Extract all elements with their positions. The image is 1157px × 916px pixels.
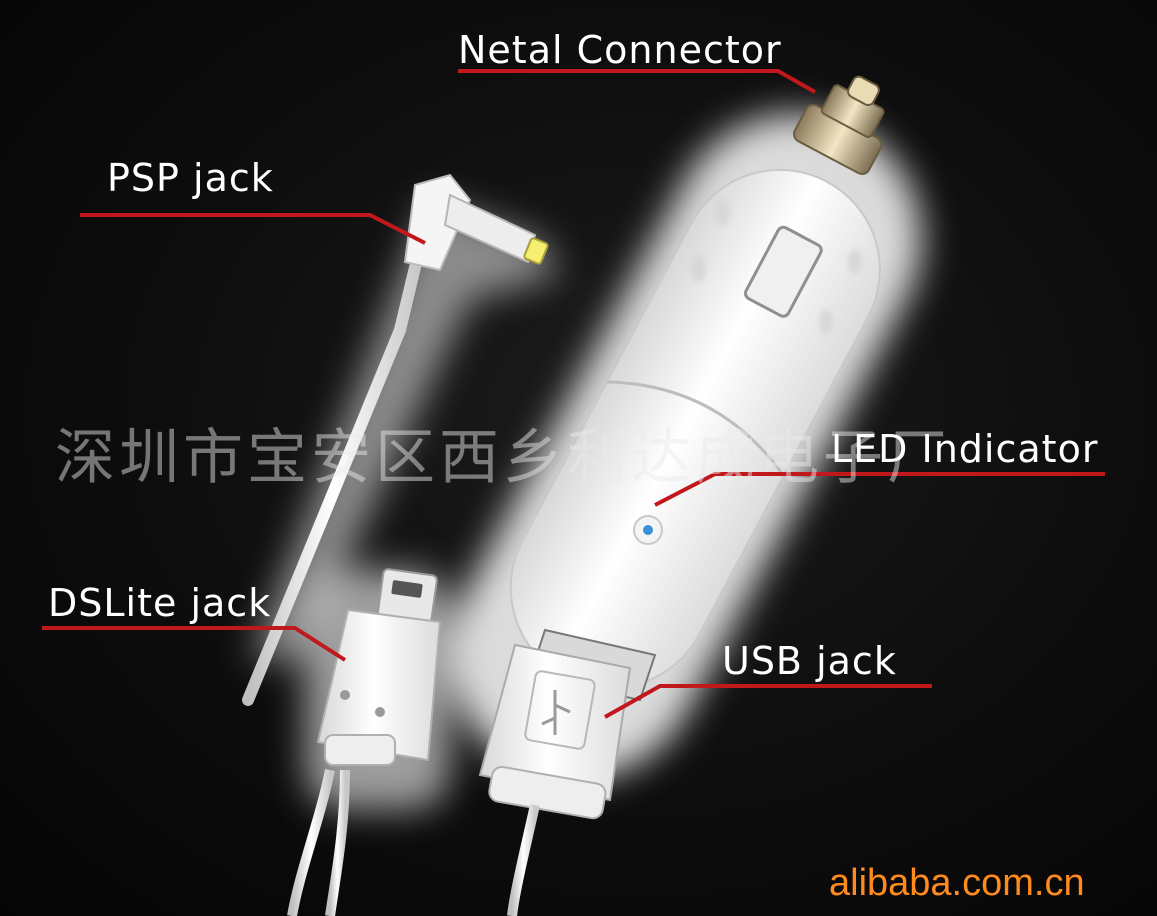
label-netal-connector: Netal Connector bbox=[458, 28, 782, 72]
label-dslite-jack: DSLite jack bbox=[48, 581, 272, 625]
usb-jack-plug bbox=[478, 628, 657, 916]
psp-jack-plug bbox=[403, 173, 549, 272]
callout-lines bbox=[42, 69, 1105, 719]
label-usb-jack: USB jack bbox=[722, 639, 897, 683]
alibaba-watermark: alibaba.com.cn bbox=[829, 862, 1085, 904]
watermark-text: 深圳市宝安区西乡利达成电子厂 bbox=[55, 423, 951, 493]
callout-psp bbox=[80, 213, 426, 245]
callout-dslite bbox=[42, 626, 347, 662]
psp-cable bbox=[242, 249, 424, 706]
callout-usb bbox=[604, 684, 932, 719]
callout-netal bbox=[458, 69, 816, 94]
label-led-indicator: LED Indicator bbox=[831, 427, 1099, 471]
label-psp-jack: PSP jack bbox=[107, 156, 274, 200]
metal-connector bbox=[792, 75, 885, 175]
callout-led bbox=[654, 472, 1105, 507]
dslite-cable bbox=[287, 769, 350, 916]
led-dot bbox=[633, 515, 663, 545]
dslite-jack-plug bbox=[316, 568, 442, 766]
